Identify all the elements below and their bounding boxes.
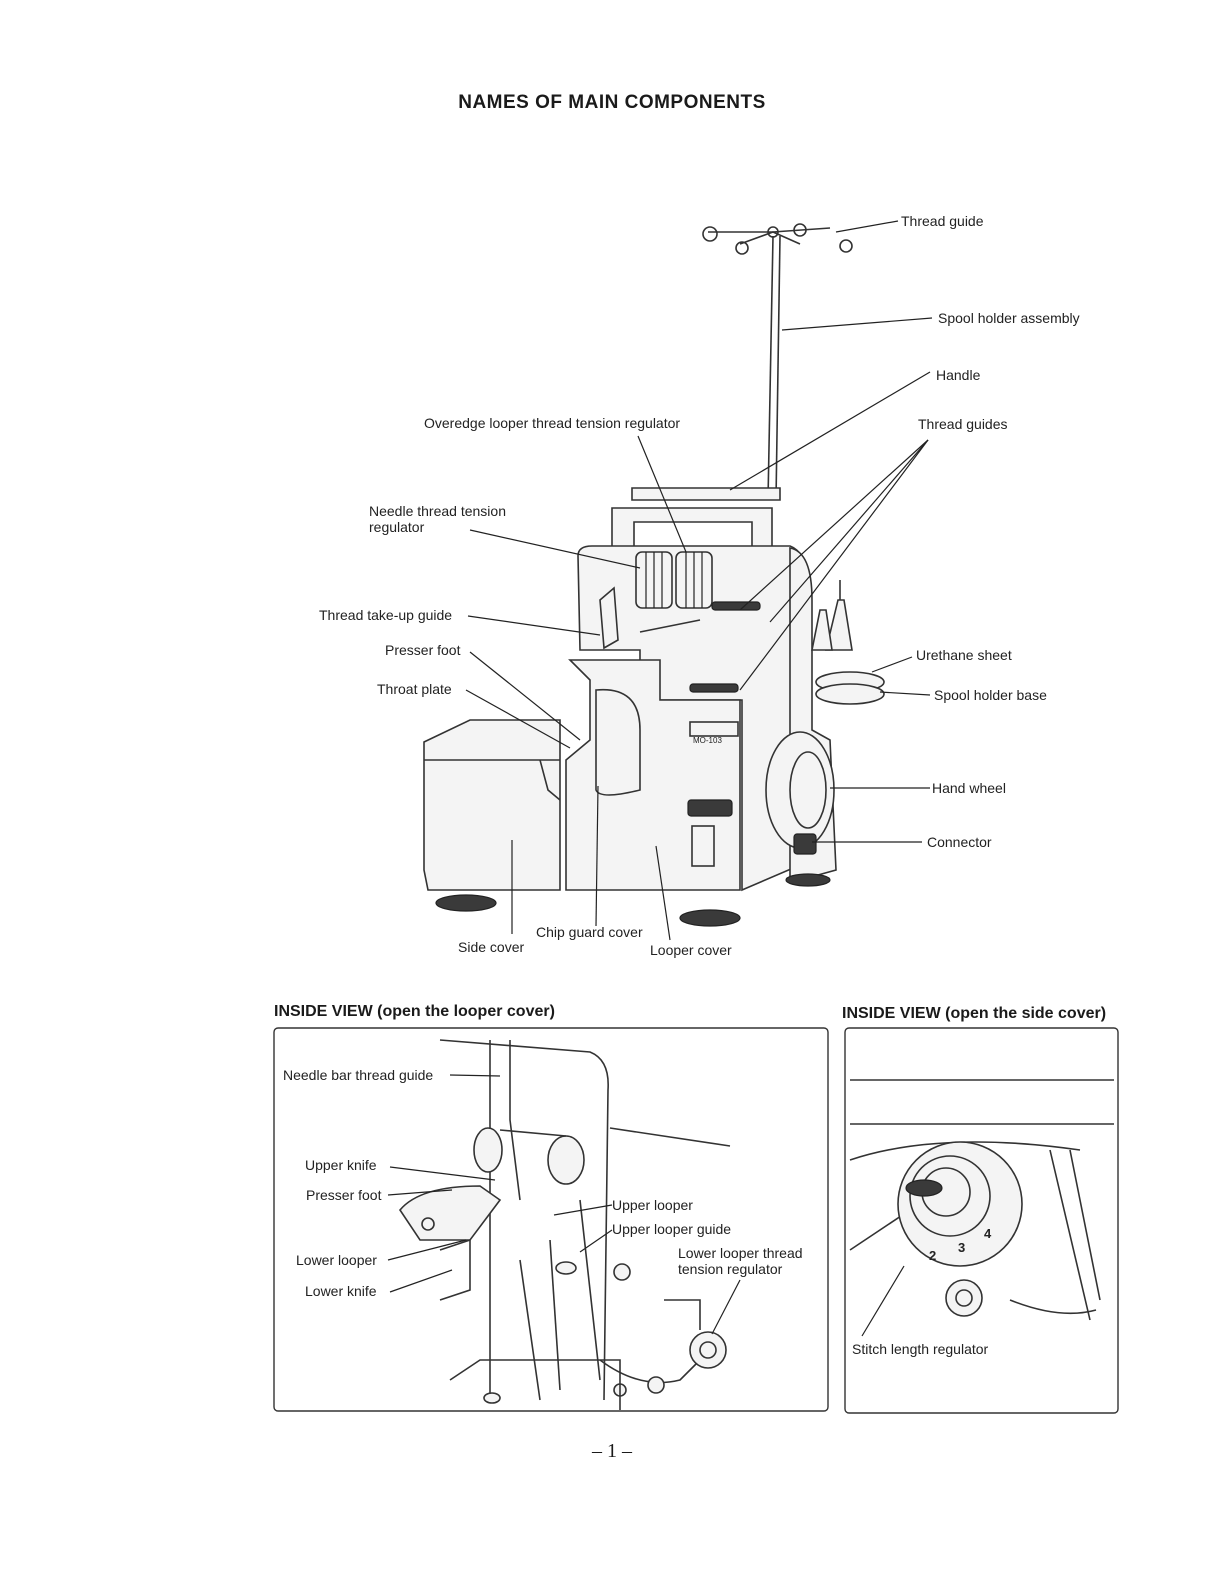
label-upper-looper: Upper looper [612, 1197, 693, 1213]
label-thread-takeup-guide: Thread take-up guide [319, 607, 453, 623]
model-plate: MO-103 [693, 736, 722, 745]
label-needle-thread-regulator: Needle thread tension regulator [369, 503, 506, 535]
label-inside-presser-foot: Presser foot [306, 1187, 382, 1203]
leader-lines [465, 220, 933, 941]
page-title: NAMES OF MAIN COMPONENTS [458, 92, 766, 113]
label-stitch-length-regulator: Stitch length regulator [852, 1341, 989, 1357]
label-overedge-looper-regulator: Overedge looper thread tension regulator [424, 415, 681, 431]
inside-left-leaders [387, 1074, 741, 1335]
label-urethane-sheet: Urethane sheet [916, 647, 1012, 663]
inside-view-looper-heading: INSIDE VIEW (open the looper cover) [274, 1003, 555, 1020]
label-throat-plate: Throat plate [377, 681, 452, 697]
label-lower-knife: Lower knife [305, 1283, 377, 1299]
label-hand-wheel: Hand wheel [932, 780, 1006, 796]
inside-view-right-frame [844, 1027, 1119, 1414]
label-lower-looper: Lower looper [296, 1252, 377, 1268]
machine-body-drawing [423, 487, 885, 927]
spool-holder-drawing [702, 223, 853, 501]
label-needle-bar-thread-guide: Needle bar thread guide [283, 1067, 434, 1083]
label-spool-holder-assembly: Spool holder assembly [938, 310, 1080, 326]
label-thread-guide: Thread guide [901, 213, 984, 229]
label-presser-foot: Presser foot [385, 642, 461, 658]
label-upper-looper-guide: Upper looper guide [612, 1221, 732, 1237]
label-upper-knife: Upper knife [305, 1157, 377, 1173]
label-lower-looper-regulator: Lower looper thread tension regulator [678, 1245, 803, 1277]
inside-view-left-frame [273, 1027, 829, 1412]
label-handle: Handle [936, 367, 981, 383]
label-thread-guides: Thread guides [918, 416, 1008, 432]
dial-number-3: 3 [958, 1240, 966, 1255]
label-looper-cover: Looper cover [650, 942, 732, 958]
label-connector: Connector [927, 834, 992, 850]
label-chip-guard-cover: Chip guard cover [536, 924, 643, 940]
dial-number-4: 4 [984, 1226, 992, 1241]
inside-view-left-drawing [399, 1039, 731, 1410]
inside-view-right-drawing [849, 1079, 1114, 1337]
page-number: – 1 – [592, 1440, 632, 1462]
label-spool-holder-base: Spool holder base [934, 687, 1047, 703]
dial-number-2: 2 [929, 1248, 937, 1263]
label-side-cover: Side cover [458, 939, 525, 955]
inside-view-side-heading: INSIDE VIEW (open the side cover) [842, 1005, 1107, 1022]
